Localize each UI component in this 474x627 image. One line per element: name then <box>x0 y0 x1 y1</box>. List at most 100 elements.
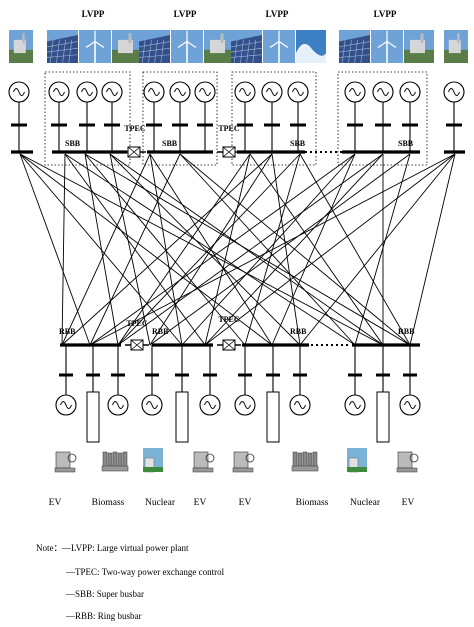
sbb-label: SBB <box>290 139 306 148</box>
icon-cylinder <box>302 451 308 469</box>
interconnection-line <box>299 153 456 346</box>
panel-grid <box>252 39 257 64</box>
panel-grid <box>46 41 79 48</box>
generator-top <box>48 81 70 103</box>
interconnection-line <box>61 153 273 346</box>
load-icon-ev <box>396 451 419 473</box>
interconnection-line <box>89 153 456 346</box>
lvpp-boundary <box>231 71 317 166</box>
image-solar-panel <box>138 30 171 64</box>
lvpp-boundary <box>44 71 131 166</box>
panel-grid <box>160 39 165 64</box>
icon-body <box>233 451 249 469</box>
interconnection-line <box>19 153 183 346</box>
tpec-cross <box>127 146 141 158</box>
load-icon-ev <box>192 451 215 473</box>
load-icon-biomass <box>101 451 129 472</box>
generator-top <box>443 81 465 103</box>
image-plant <box>112 30 142 63</box>
sine-wave <box>404 401 416 409</box>
generator-top <box>76 81 98 103</box>
icon-base <box>396 467 418 473</box>
icon-cylinder <box>112 451 118 469</box>
interconnection-line <box>89 153 181 346</box>
interconnection-line <box>204 153 384 346</box>
interconnection-line <box>149 153 183 346</box>
interconnection-line <box>61 153 66 346</box>
image-wind-turbine <box>371 30 403 63</box>
panel-grid <box>138 41 171 48</box>
panel-grid <box>230 54 263 58</box>
rbb-label: RBB <box>398 327 415 336</box>
tpec-bottom-right <box>217 339 241 351</box>
load-label: Nuclear <box>145 498 176 508</box>
panel-grid <box>230 41 263 48</box>
interconnection-line <box>149 153 411 346</box>
icon-body <box>193 451 209 469</box>
building <box>448 39 461 54</box>
generator-top <box>234 81 256 103</box>
sine-wave <box>294 401 306 409</box>
load-label: EV <box>402 498 415 508</box>
interconnection-line <box>84 153 411 346</box>
image-solar-panel <box>46 30 79 64</box>
sine-wave <box>204 401 216 409</box>
generator-bottom <box>289 394 311 416</box>
interconnection-line <box>271 153 301 346</box>
turbine-blade <box>85 41 96 49</box>
icon-cable <box>67 453 77 463</box>
tpec-label: TPEC <box>218 124 240 133</box>
building <box>13 39 26 54</box>
interconnection-line <box>19 153 273 346</box>
turbine-blade <box>278 41 289 49</box>
rbb-label: RBB <box>290 327 307 336</box>
load-icon-nuclear <box>347 448 367 473</box>
panel-grid <box>148 39 152 64</box>
icon-cylinder <box>102 451 108 469</box>
generator-top <box>261 81 283 103</box>
panel-grid <box>338 47 371 53</box>
load-block <box>86 391 100 443</box>
load-icon-nuclear <box>143 448 163 473</box>
load-icon-ev <box>232 451 255 473</box>
load-label: Biomass <box>296 498 329 508</box>
interconnection-line <box>19 153 384 346</box>
chimney <box>420 33 424 44</box>
load-block <box>175 391 189 443</box>
image-wind-turbine <box>263 30 295 63</box>
tpec-bottom-left <box>125 339 149 351</box>
tpec-top-left <box>122 146 146 158</box>
icon-cable <box>409 453 419 463</box>
load-icon-ev <box>54 451 77 473</box>
icon-base <box>291 465 319 472</box>
sine-wave <box>266 88 278 96</box>
panel-grid <box>240 39 244 64</box>
interconnection-line <box>109 153 384 346</box>
generator-top <box>287 81 309 103</box>
sine-wave <box>239 88 251 96</box>
generator-top <box>8 81 30 103</box>
image-wind-turbine <box>171 30 203 63</box>
generator-bottom <box>199 394 221 416</box>
icon-base <box>101 465 129 472</box>
note-prefix: Note： <box>36 543 63 553</box>
icon-ground <box>347 467 367 472</box>
tpec-label: TPEC <box>124 124 146 133</box>
interconnection-lines <box>19 153 456 346</box>
image-plant <box>404 30 434 63</box>
load-block <box>266 391 280 443</box>
note-lvpp: —LVPP: Large virtual power plant <box>62 543 189 553</box>
building <box>410 39 425 54</box>
panel-grid <box>46 47 79 53</box>
load-label: EV <box>239 498 252 508</box>
panel-grid <box>56 39 60 64</box>
generator-top <box>101 81 123 103</box>
interconnection-line <box>204 153 456 346</box>
sine-wave <box>112 401 124 409</box>
panel-grid <box>348 39 352 64</box>
sine-wave <box>349 88 361 96</box>
interconnection-line <box>117 153 384 346</box>
generator-top <box>372 81 394 103</box>
